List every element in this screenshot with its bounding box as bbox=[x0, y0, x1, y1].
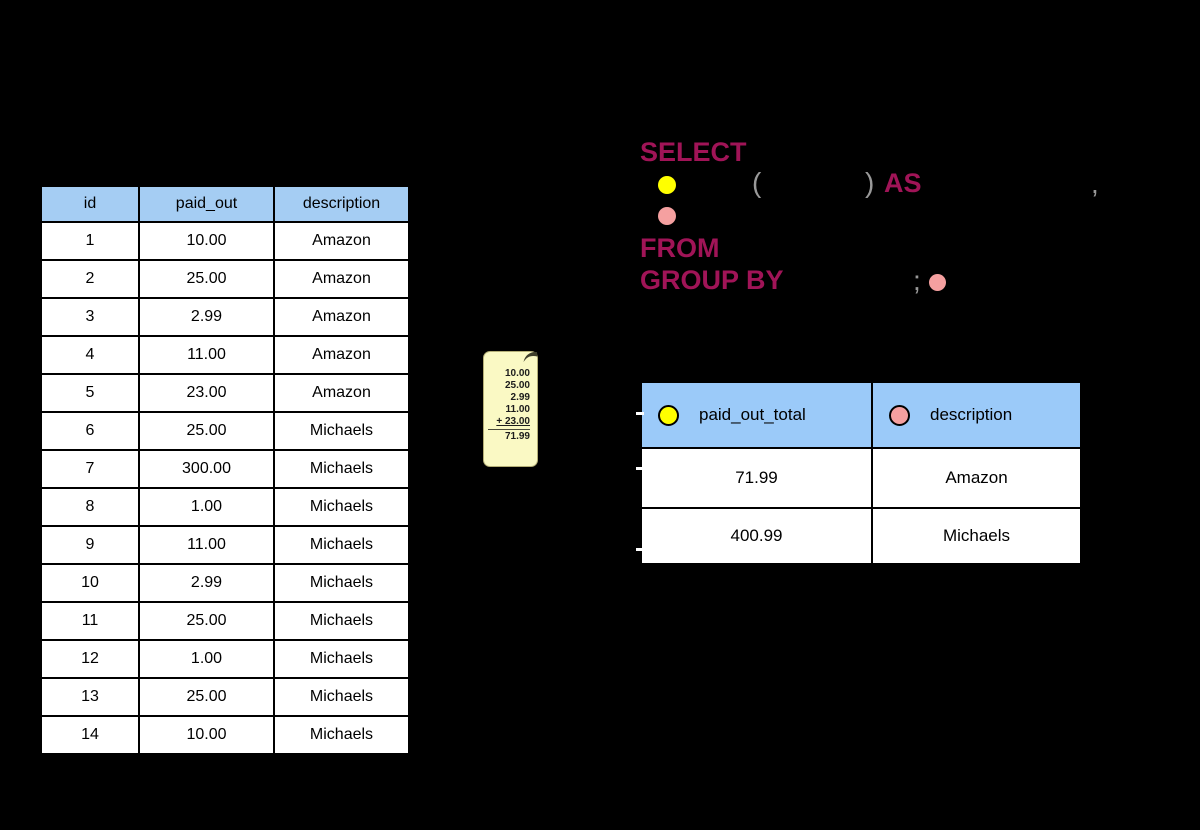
cell-paid-out: 2.99 bbox=[138, 297, 275, 337]
table-row: 14 10.00 Michaels bbox=[40, 715, 410, 755]
pink-dot-icon bbox=[658, 207, 676, 225]
cell-paid-out: 1.00 bbox=[138, 487, 275, 527]
cell-paid-out-total: 400.99 bbox=[640, 507, 873, 565]
close-paren: ) bbox=[865, 167, 875, 198]
cell-description: Michaels bbox=[273, 411, 410, 451]
table-row: 1 10.00 Amazon bbox=[40, 221, 410, 261]
yellow-dot-icon bbox=[658, 176, 676, 194]
cell-id: 6 bbox=[40, 411, 140, 451]
cell-description: Amazon bbox=[273, 373, 410, 413]
column-header-paid-out: paid_out bbox=[138, 185, 275, 223]
column-header-label: description bbox=[930, 405, 1013, 424]
note-addition: 10.00 25.00 2.99 11.00 + 23.00 71.99 bbox=[488, 368, 530, 443]
table-row: 8 1.00 Michaels bbox=[40, 487, 410, 527]
pink-circle-icon bbox=[889, 404, 910, 426]
table-row: 7 300.00 Michaels bbox=[40, 449, 410, 489]
cell-description: Amazon bbox=[273, 221, 410, 261]
note-addend: 10.00 bbox=[504, 368, 530, 379]
cell-paid-out: 11.00 bbox=[138, 525, 275, 565]
cell-description: Michaels bbox=[273, 449, 410, 489]
cell-id: 2 bbox=[40, 259, 140, 299]
sticky-note: 10.00 25.00 2.99 11.00 + 23.00 71.99 bbox=[483, 351, 538, 467]
cell-id: 8 bbox=[40, 487, 140, 527]
cell-paid-out: 11.00 bbox=[138, 335, 275, 375]
cell-id: 14 bbox=[40, 715, 140, 755]
table-row: 11 25.00 Michaels bbox=[40, 601, 410, 641]
select-keyword: SELECT bbox=[640, 137, 747, 167]
cell-paid-out: 10.00 bbox=[138, 221, 275, 261]
cell-id: 1 bbox=[40, 221, 140, 261]
cell-paid-out: 25.00 bbox=[138, 677, 275, 717]
cell-paid-out: 25.00 bbox=[138, 259, 275, 299]
arrow-tip-mark bbox=[636, 412, 644, 415]
yellow-circle-icon bbox=[658, 404, 679, 426]
cell-description: Michaels bbox=[273, 487, 410, 527]
cell-paid-out: 23.00 bbox=[138, 373, 275, 413]
cell-paid-out: 1.00 bbox=[138, 639, 275, 679]
from-keyword: FROM bbox=[640, 233, 720, 263]
cell-description: Michaels bbox=[273, 677, 410, 717]
table-row: 3 2.99 Amazon bbox=[40, 297, 410, 337]
cell-paid-out: 2.99 bbox=[138, 563, 275, 603]
cell-paid-out: 10.00 bbox=[138, 715, 275, 755]
column-header-description: description bbox=[871, 381, 1082, 449]
cell-description: Michaels bbox=[871, 507, 1082, 565]
table-row: 4 11.00 Amazon bbox=[40, 335, 410, 375]
cell-id: 10 bbox=[40, 563, 140, 603]
cell-description: Michaels bbox=[273, 601, 410, 641]
column-header-paid-out-total: paid_out_total bbox=[640, 381, 873, 449]
cell-description: Michaels bbox=[273, 639, 410, 679]
cell-description: Amazon bbox=[871, 447, 1082, 509]
result-row: 71.99 Amazon bbox=[640, 447, 1082, 509]
table-row: 10 2.99 Michaels bbox=[40, 563, 410, 603]
cell-id: 11 bbox=[40, 601, 140, 641]
source-table: id paid_out description 1 10.00 Amazon 2… bbox=[40, 185, 410, 755]
table-row: 12 1.00 Michaels bbox=[40, 639, 410, 679]
source-table-header-row: id paid_out description bbox=[40, 185, 410, 223]
cell-paid-out: 300.00 bbox=[138, 449, 275, 489]
note-addend: 2.99 bbox=[510, 392, 530, 403]
result-row: 400.99 Michaels bbox=[640, 507, 1082, 565]
arrow-tip-mark bbox=[636, 467, 644, 470]
note-addend: 25.00 bbox=[504, 380, 530, 391]
cell-id: 5 bbox=[40, 373, 140, 413]
cell-id: 4 bbox=[40, 335, 140, 375]
table-row: 5 23.00 Amazon bbox=[40, 373, 410, 413]
page-curl-icon bbox=[523, 351, 538, 362]
cell-description: Michaels bbox=[273, 715, 410, 755]
note-addend: 11.00 bbox=[505, 404, 530, 415]
cell-paid-out: 25.00 bbox=[138, 411, 275, 451]
column-header-label: paid_out_total bbox=[699, 405, 806, 424]
cell-description: Michaels bbox=[273, 525, 410, 565]
cell-description: Michaels bbox=[273, 563, 410, 603]
table-row: 9 11.00 Michaels bbox=[40, 525, 410, 565]
table-row: 6 25.00 Michaels bbox=[40, 411, 410, 451]
cell-paid-out-total: 71.99 bbox=[640, 447, 873, 509]
column-header-id: id bbox=[40, 185, 140, 223]
cell-id: 12 bbox=[40, 639, 140, 679]
group-by-keyword: GROUP BY bbox=[640, 265, 784, 295]
cell-id: 13 bbox=[40, 677, 140, 717]
cell-description: Amazon bbox=[273, 297, 410, 337]
cell-description: Amazon bbox=[273, 259, 410, 299]
note-total: 71.99 bbox=[504, 431, 530, 442]
cell-id: 7 bbox=[40, 449, 140, 489]
table-row: 2 25.00 Amazon bbox=[40, 259, 410, 299]
cell-id: 3 bbox=[40, 297, 140, 337]
arrow-tip-mark bbox=[636, 548, 644, 551]
column-header-description: description bbox=[273, 185, 410, 223]
cell-id: 9 bbox=[40, 525, 140, 565]
as-keyword: AS bbox=[884, 168, 922, 198]
table-row: 13 25.00 Michaels bbox=[40, 677, 410, 717]
result-table-header-row: paid_out_total description bbox=[640, 381, 1082, 449]
semicolon: ; bbox=[913, 265, 921, 296]
note-last-addend: + 23.00 bbox=[488, 416, 530, 430]
pink-dot-icon bbox=[929, 274, 946, 291]
cell-paid-out: 25.00 bbox=[138, 601, 275, 641]
comma: , bbox=[1091, 168, 1099, 199]
open-paren: ( bbox=[752, 167, 762, 198]
cell-description: Amazon bbox=[273, 335, 410, 375]
result-table: paid_out_total description 71.99 Amazon … bbox=[640, 381, 1082, 565]
